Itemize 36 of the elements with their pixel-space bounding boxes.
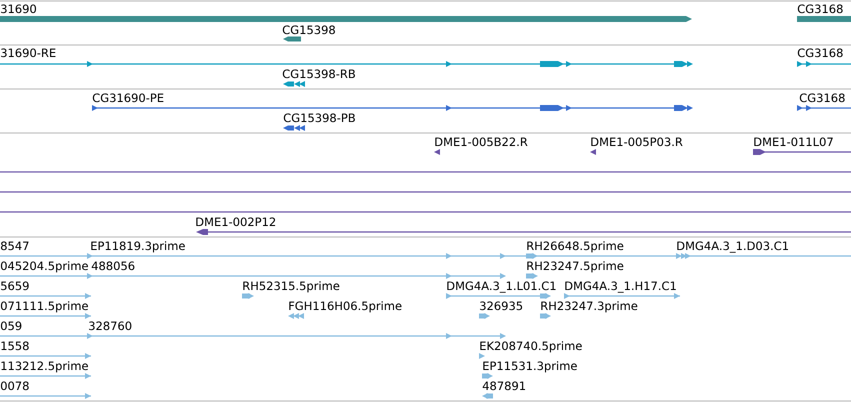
feature-label: 5659: [1, 281, 29, 290]
feature-label: RH23247.3prime: [541, 301, 638, 312]
feature-label: 487891: [482, 381, 526, 390]
feature-label: EP11819.3prime: [91, 241, 185, 252]
feature-label: 0078: [0, 381, 29, 390]
feature-label: CG15398-PB: [284, 113, 355, 122]
feature-label: DME1-002P12: [196, 217, 276, 226]
feature-label: FGH116H06.5prime: [289, 301, 402, 312]
feature-label: DMG4A.3_1.L01.C1: [447, 281, 556, 293]
feature-label: 31690: [1, 4, 36, 14]
feature-label: DME1-005B22.R: [435, 137, 528, 146]
feature-label: CG3168: [798, 48, 843, 58]
feature-label: DME1-011L07: [754, 137, 833, 146]
feature-label: RH23247.5prime: [527, 261, 624, 272]
feature-label: 31690-RE: [1, 48, 56, 58]
feature-label: RH52315.5prime: [243, 281, 340, 292]
feature-label: 328760: [89, 321, 132, 330]
feature-label: 1558: [1, 341, 29, 350]
feature-label: RH26648.5prime: [527, 241, 624, 252]
feature-label: 488056: [92, 261, 134, 270]
feature-label: CG15398: [282, 25, 335, 34]
feature-label: DMG4A.3_1.D03.C1: [677, 241, 788, 253]
feature-label: DMG4A.3_1.H17.C1: [565, 281, 676, 293]
feature-label: 113212.5prime: [1, 361, 88, 372]
feature-label: 326935: [480, 301, 522, 310]
feature-label: CG3168: [798, 4, 843, 14]
feature-label: 045204.5prime: [0, 261, 88, 272]
feature-label: CG15398-RB: [282, 69, 355, 78]
feature-label: CG31690-PE: [92, 93, 164, 102]
feature-label: CG3168: [800, 93, 845, 102]
feature-label: 071111.5prime: [0, 301, 88, 312]
feature-label: DME1-005P03.R: [591, 137, 683, 146]
feature-label: EK208740.5prime: [480, 341, 582, 352]
feature-label: 8547: [0, 241, 28, 250]
feature-label: EP11531.3prime: [483, 361, 577, 372]
feature-label: 059: [0, 321, 22, 330]
